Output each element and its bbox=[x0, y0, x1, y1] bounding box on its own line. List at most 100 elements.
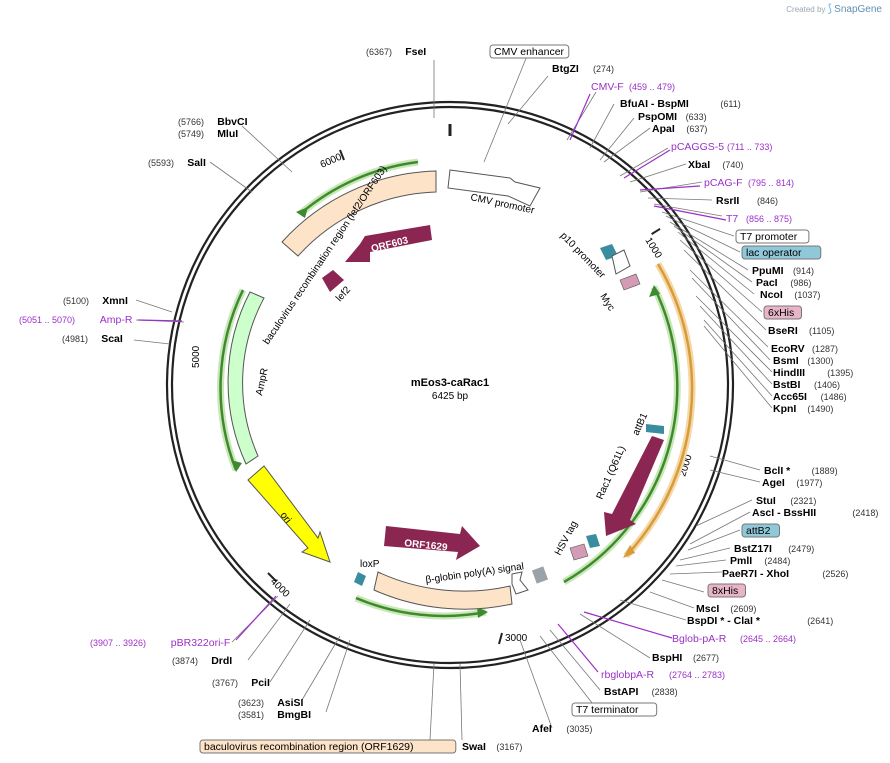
label-bmgbi-pos: (3581) bbox=[238, 710, 264, 720]
label-bstbi-name: BstBI bbox=[773, 379, 801, 391]
lef2-feature: lef2 bbox=[322, 270, 353, 304]
label-bstz17i-pos: (2479) bbox=[788, 544, 814, 554]
label-pmli-name: PmlI bbox=[730, 555, 752, 567]
label-pmli: PmlI(2484) bbox=[730, 555, 790, 567]
label-lacop: lac operator bbox=[741, 245, 822, 260]
label-ecorv: EcoRV(1287) bbox=[771, 343, 838, 355]
label-drdi: DrdI(3874) bbox=[172, 655, 232, 667]
primer-markers bbox=[137, 93, 727, 673]
label-ecorv-name: EcoRV bbox=[771, 343, 805, 355]
label-t7term-text: T7 terminator bbox=[576, 704, 639, 716]
label-hindiii-name: HindIII bbox=[773, 367, 805, 379]
label-msci-name: MscI bbox=[696, 603, 719, 615]
label-mlui: MluI(5749) bbox=[178, 128, 238, 140]
label-kpni-pos: (1490) bbox=[807, 404, 833, 414]
label-agei-name: AgeI bbox=[762, 477, 785, 489]
tick-label-6000: 6000 bbox=[319, 151, 344, 170]
label-asci-name: AscI - BssHII bbox=[752, 507, 816, 519]
label-lacop-box bbox=[741, 245, 822, 260]
label-agei: AgeI(1977) bbox=[762, 477, 822, 489]
label-msci: MscI(2609) bbox=[696, 603, 756, 615]
label-bfuai-pos: (611) bbox=[720, 99, 740, 109]
label-pcaggs-pos: (711 .. 733) bbox=[727, 142, 772, 152]
label-mlui-pos: (5749) bbox=[178, 129, 204, 139]
label-xbai-pos: (740) bbox=[722, 160, 743, 170]
label-apai-name: ApaI bbox=[652, 123, 675, 135]
label-asisi-name: AsiSI bbox=[277, 697, 303, 709]
label-cmv-enh: CMV enhancer bbox=[489, 44, 570, 59]
label-rsrii: RsrII(846) bbox=[716, 195, 778, 207]
label-paer7i-name: PaeR7I - XhoI bbox=[722, 568, 789, 580]
label-xmni-pos: (5100) bbox=[63, 296, 89, 306]
label-bstbi-pos: (1406) bbox=[814, 380, 840, 390]
label-pbr322-name: pBR322ori-F bbox=[171, 637, 231, 649]
label-rbglob-pos: (2764 .. 2783) bbox=[669, 670, 725, 680]
label-his6: 6xHis bbox=[763, 305, 802, 320]
label-ppumi-pos: (914) bbox=[793, 266, 814, 276]
label-bsphi-pos: (2677) bbox=[693, 653, 719, 663]
label-bglob: Bglob-pA-R(2645 .. 2664) bbox=[672, 633, 796, 645]
label-attb2-box bbox=[741, 523, 780, 538]
label-bbvci: BbvCI(5766) bbox=[178, 116, 248, 128]
label-t7: T7(856 .. 875) bbox=[726, 213, 792, 225]
label-cmvf-name: CMV-F bbox=[591, 81, 624, 93]
attb1-label: attB1 bbox=[631, 411, 651, 437]
label-bfuai-name: BfuAI - BspMI bbox=[620, 98, 689, 110]
label-paci-name: PacI bbox=[756, 277, 778, 289]
label-bbvci-name: BbvCI bbox=[217, 116, 247, 128]
label-cmvf-pos: (459 .. 479) bbox=[629, 82, 675, 92]
label-ncoi-name: NcoI bbox=[760, 289, 783, 301]
label-rbglob-name: rbglobpA-R bbox=[601, 669, 655, 681]
attb1-feature: attB1 bbox=[631, 411, 664, 437]
label-bseri-pos: (1105) bbox=[809, 326, 834, 336]
label-swai-name: SwaI bbox=[462, 741, 486, 753]
label-rsrii-name: RsrII bbox=[716, 195, 739, 207]
credit-prefix: Created by bbox=[786, 5, 826, 14]
label-cmv-enh-box bbox=[489, 44, 570, 59]
loxp-feature: loxP bbox=[354, 559, 380, 586]
label-bspdi: BspDI * - ClaI *(2641) bbox=[687, 615, 833, 627]
label-kpni: KpnI (1490) bbox=[773, 403, 833, 415]
label-bmgbi-name: BmgBI bbox=[277, 709, 311, 721]
label-bcli: BclI * (1889) bbox=[764, 465, 838, 477]
label-pspomi-pos: (633) bbox=[686, 112, 707, 122]
label-rbglob: rbglobpA-R (2764 .. 2783) bbox=[601, 669, 725, 681]
label-hindiii: HindIII(1395) bbox=[773, 367, 853, 379]
label-apai-pos: (637) bbox=[686, 124, 707, 134]
snapgene-logo-icon: ⟆ bbox=[827, 3, 832, 15]
label-ampr-primer-name: Amp-R bbox=[100, 314, 133, 326]
label-btgzi-name: BtgZI bbox=[552, 63, 579, 75]
label-btgzi: BtgZI (274) bbox=[552, 63, 614, 75]
label-drdi-name: DrdI bbox=[211, 655, 232, 667]
label-bcli-pos: (1889) bbox=[812, 466, 838, 476]
recomb-lef2-feature: baculovirus recombination region (lef2/O… bbox=[261, 164, 437, 347]
label-pcii-name: PciI bbox=[251, 677, 270, 689]
snapgene-credit: Created by ⟆ SnapGene bbox=[786, 2, 882, 15]
tick-label-1000: 1000 bbox=[642, 236, 663, 261]
label-xmni: XmnI (5100) bbox=[63, 295, 128, 307]
label-kpni-name: KpnI bbox=[773, 403, 796, 415]
label-bfuai: BfuAI - BspMI (611) bbox=[620, 98, 741, 110]
label-pspomi: PspOMI(633) bbox=[638, 111, 707, 123]
label-asisi: AsiSI(3623) bbox=[238, 697, 304, 709]
label-sali-name: SalI bbox=[187, 157, 206, 169]
outer-feature-arcs bbox=[217, 158, 696, 620]
site-labels: CMV enhancer FseI(6367) BtgZI (274) CMV-F (45… bbox=[19, 44, 878, 754]
p10-promoter-label: p10 promoter bbox=[558, 230, 608, 281]
label-t7prom-box bbox=[735, 229, 810, 244]
cmv-promoter-feature: CMV promoter bbox=[447, 169, 541, 217]
label-fsei: FseI(6367) bbox=[366, 46, 426, 58]
label-cmv-enh-text: CMV enhancer bbox=[494, 46, 565, 58]
label-paer7i-pos: (2526) bbox=[822, 569, 848, 579]
label-his8: 8xHis bbox=[707, 583, 746, 598]
plasmid-length: 6425 bp bbox=[432, 391, 469, 402]
label-xmni-name: XmnI bbox=[102, 295, 128, 307]
label-bcli-name: BclI * bbox=[764, 465, 791, 477]
label-btgzi-pos: (274) bbox=[593, 64, 614, 74]
label-t7prom: T7 promoter bbox=[735, 229, 810, 244]
label-t7prom-text: T7 promoter bbox=[740, 231, 798, 243]
label-stui-name: StuI bbox=[756, 495, 776, 507]
label-bseri: BseRI(1105) bbox=[768, 325, 834, 337]
label-pcagf: pCAG-F(795 .. 814) bbox=[704, 177, 794, 189]
label-ncoi: NcoI(1037) bbox=[760, 289, 820, 301]
